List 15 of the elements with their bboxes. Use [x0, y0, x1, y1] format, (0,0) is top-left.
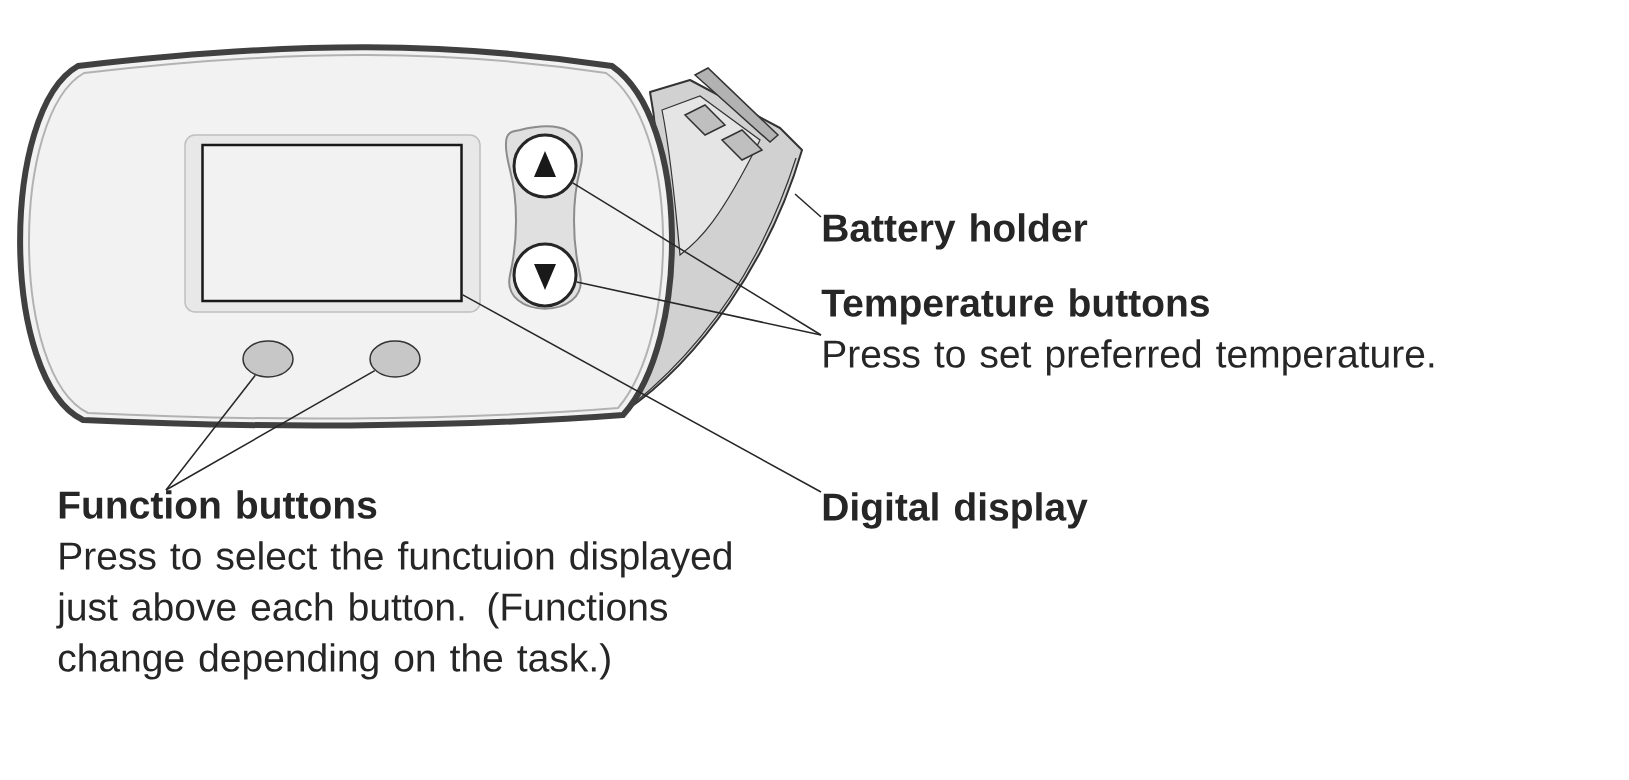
function-button	[369, 340, 421, 378]
function-button	[242, 340, 294, 378]
leader-line	[165, 374, 257, 491]
callout-label: Temperature buttons Press to set preferred temperature.	[821, 288, 1434, 376]
leader-line	[794, 193, 822, 218]
leader-line	[572, 182, 822, 336]
up-button	[512, 133, 578, 199]
callout-label: Function buttons Press to select the functuion displayed just above each button. (Functions change depending on the task.)	[56, 490, 731, 680]
down-button	[512, 242, 578, 308]
display-screen	[201, 143, 463, 303]
callout-label: Battery holder	[823, 213, 1088, 250]
leader-line	[462, 294, 822, 493]
leader-line	[576, 281, 822, 336]
callout-label: Digital display	[823, 492, 1088, 529]
leader-line	[165, 369, 376, 491]
